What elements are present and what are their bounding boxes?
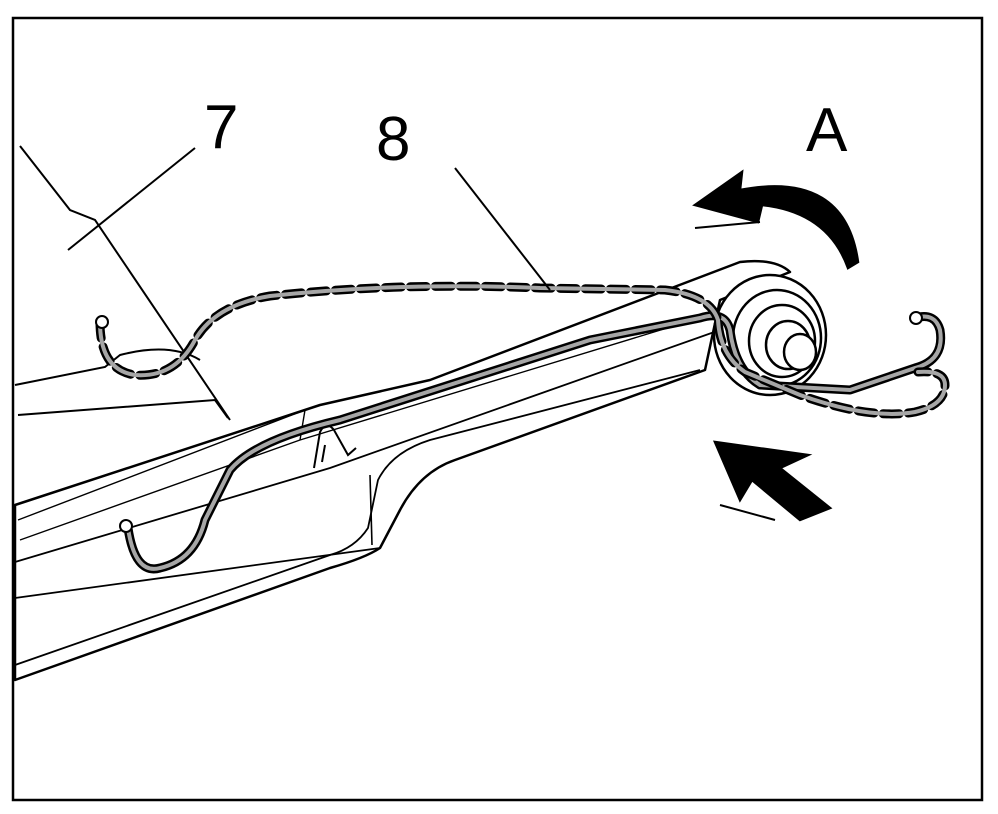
push-arrow-icon <box>712 440 833 522</box>
diagram-frame <box>11 16 984 802</box>
callout-8: 8 <box>376 105 410 174</box>
callout-a: A <box>806 96 848 165</box>
rotate-arrow-icon <box>692 169 860 270</box>
spring-wire-dashed <box>95 281 950 419</box>
leader-line-7 <box>67 147 196 251</box>
leader-line-8 <box>454 167 551 291</box>
callout-7: 7 <box>204 93 238 162</box>
spring-wire <box>119 311 946 574</box>
body-panel <box>14 145 231 421</box>
wiper-arm <box>13 259 792 682</box>
